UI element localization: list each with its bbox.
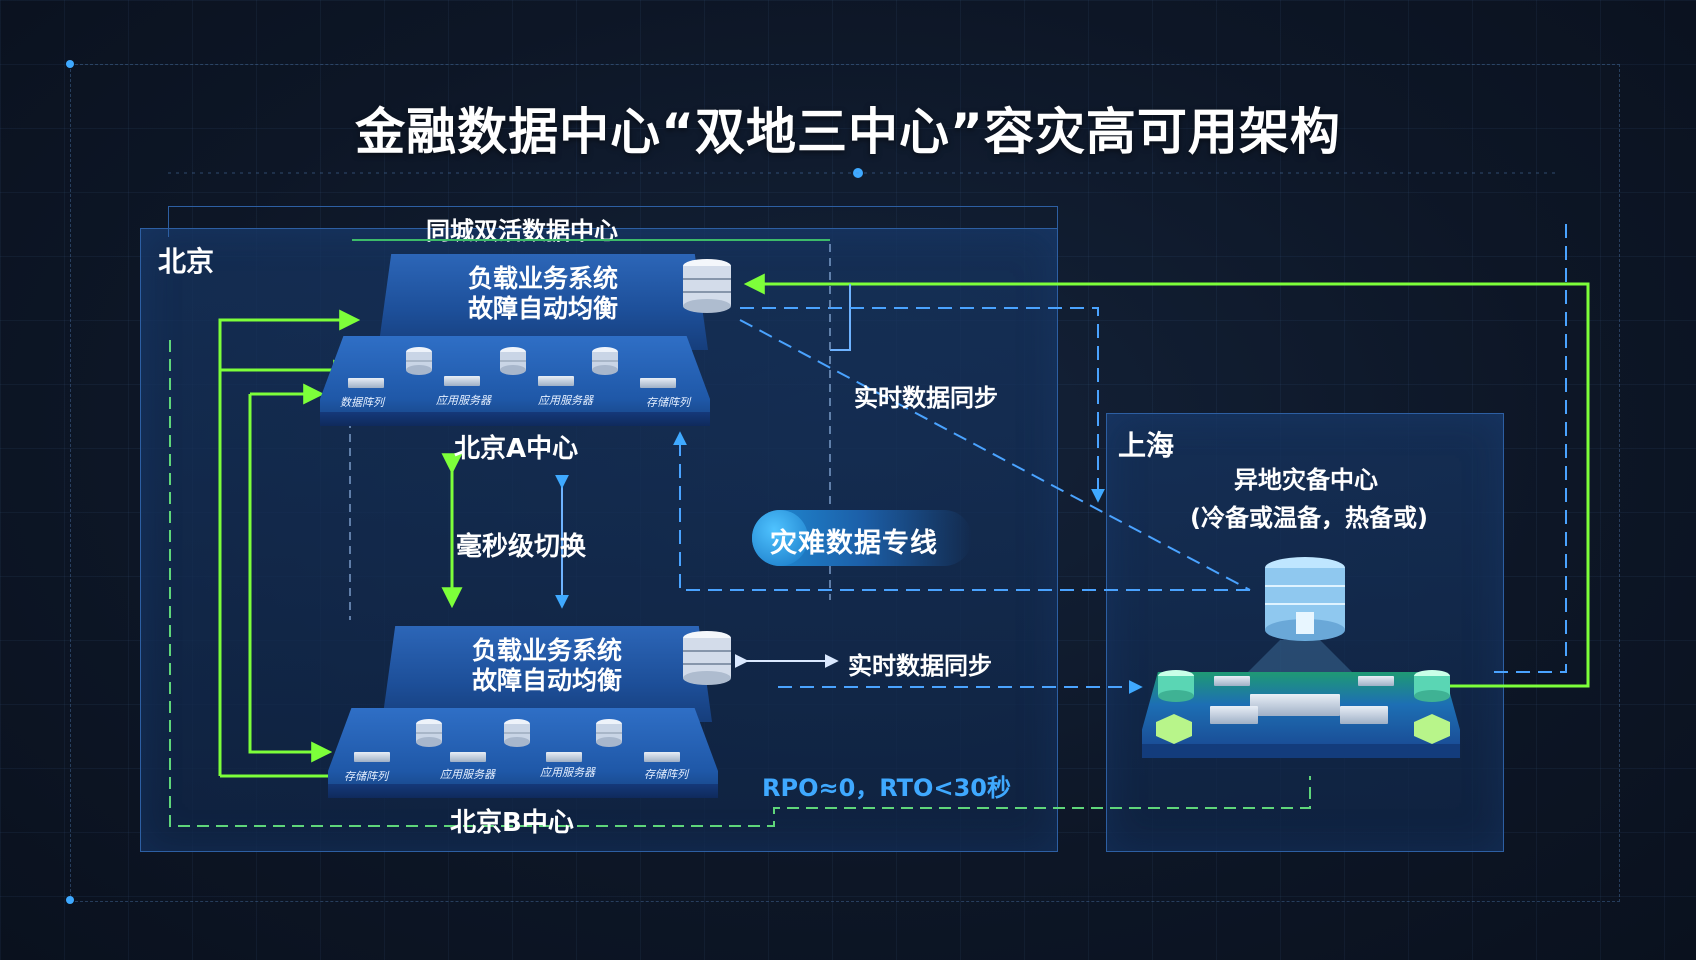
dedicated-line-badge-circle — [752, 510, 808, 566]
center-a-db-icon-3 — [592, 347, 618, 375]
center-a-platform-edge — [320, 412, 710, 426]
center-a-system-line1: 负载业务系统 — [467, 264, 618, 293]
center-b-device-2: 应用服务器 — [440, 768, 495, 781]
green-loop-a1 — [218, 309, 361, 776]
center-b-system-line2: 故障自动均衡 — [471, 666, 622, 695]
dr-center-line2: (冷备或温备，热备或) — [1190, 504, 1428, 532]
center-b-device-box-4 — [644, 752, 680, 762]
dr-platform-edge — [1142, 744, 1460, 758]
center-b-main-db-icon — [683, 631, 731, 685]
frame-dot-left-top — [66, 60, 74, 68]
region-label-shanghai: 上海 — [1118, 429, 1175, 462]
region-beijing-inner-top — [168, 206, 1058, 237]
center-a-system-line2: 故障自动均衡 — [467, 294, 618, 323]
dr-db-icon-right — [1414, 670, 1450, 702]
dr-device-box-5 — [1358, 676, 1394, 686]
center-b-system-panel — [382, 626, 712, 722]
center-a-device-box-3 — [538, 376, 574, 386]
dr-storage-icon-left — [1156, 714, 1192, 744]
green-dr-drop — [830, 284, 851, 351]
center-a-device-1: 数据阵列 — [340, 396, 384, 409]
center-a-db-icon-2 — [500, 347, 526, 375]
dr-db-icon-left — [1158, 670, 1194, 702]
center-a-device-box-1 — [348, 378, 384, 388]
center-b-device-box-1 — [354, 752, 390, 762]
center-b-device-1: 存储阵列 — [344, 770, 388, 783]
blue-dash-top — [740, 307, 1105, 503]
switch-label: 毫秒级切换 — [456, 532, 587, 562]
sync-label-top: 实时数据同步 — [854, 384, 998, 412]
frame-dot-left-bottom — [66, 896, 74, 904]
center-a-device-4: 存储阵列 — [646, 396, 690, 409]
rpo-rto-label: RPO≈0，RTO<30秒 — [762, 774, 1011, 802]
dedicated-line-label: 灾难数据专线 — [770, 528, 938, 559]
center-a-device-2: 应用服务器 — [436, 394, 491, 407]
dr-datacenter-building-icon — [1265, 557, 1345, 641]
center-a-device-3: 应用服务器 — [538, 394, 593, 407]
center-a-system-text: 负载业务系统 故障自动均衡 — [378, 264, 708, 324]
green-dash-bottom — [169, 340, 1311, 827]
center-a-system-panel — [378, 254, 708, 350]
blue-dash-mid — [673, 431, 1250, 591]
blue-dash-right — [1486, 224, 1567, 673]
center-b-name: 北京B中心 — [450, 808, 574, 838]
center-a-name: 北京A中心 — [454, 434, 579, 464]
center-a-device-box-2 — [444, 376, 480, 386]
center-b-system-text: 负载业务系统 故障自动均衡 — [382, 636, 712, 696]
center-b-device-4: 存储阵列 — [644, 768, 688, 781]
green-loop-b1 — [248, 394, 333, 763]
center-a-main-db-icon — [683, 259, 731, 313]
outer-dotted-frame — [70, 64, 1620, 902]
dr-storage-icon-right — [1414, 714, 1450, 744]
center-b-device-3: 应用服务器 — [540, 766, 595, 779]
center-b-db-icon-3 — [596, 719, 622, 747]
region-label-beijing: 北京 — [158, 245, 215, 278]
center-b-db-icon-1 — [416, 719, 442, 747]
dr-device-box-1 — [1214, 676, 1250, 686]
frame-dot-top — [853, 168, 863, 178]
center-a-db-icon-1 — [406, 347, 432, 375]
center-b-device-box-2 — [450, 752, 486, 762]
dr-light-beam — [1240, 640, 1360, 680]
page-title: 金融数据中心“双地三中心”容灾高可用架构 — [355, 103, 1341, 161]
center-b-platform-edge — [328, 784, 718, 798]
center-a-device-box-4 — [640, 378, 676, 388]
green-dr-link — [743, 273, 1590, 688]
sync-label-mid: 实时数据同步 — [848, 652, 992, 680]
dr-device-box-3 — [1210, 706, 1258, 724]
dr-device-box-4 — [1340, 706, 1388, 724]
center-b-system-line1: 负载业务系统 — [471, 636, 622, 665]
blue-dash-diag — [739, 319, 1251, 591]
dr-device-box-2 — [1250, 694, 1340, 716]
center-b-device-box-3 — [546, 752, 582, 762]
center-b-db-icon-2 — [504, 719, 530, 747]
dr-center-line1: 异地灾备中心 — [1234, 466, 1378, 494]
